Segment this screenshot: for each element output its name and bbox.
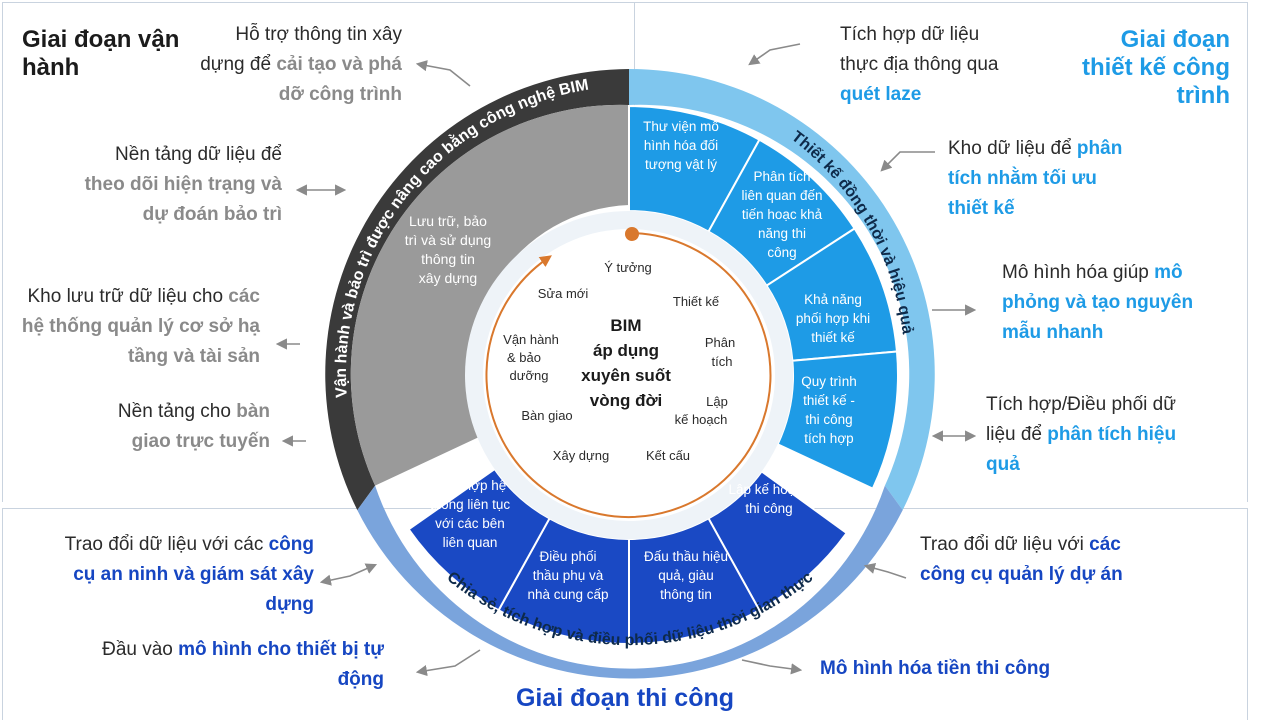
- cycle-analysis: Phân: [705, 335, 735, 350]
- note-handover: Nền tảng cho bàn giao trực tuyến: [117, 401, 270, 452]
- svg-text:kế hoạch: kế hoạch: [675, 412, 728, 427]
- ring-design: [629, 68, 935, 511]
- svg-text:nhà cung cấp: nhà cung cấp: [527, 587, 608, 602]
- svg-text:Tích hợp hệ: Tích hợp hệ: [434, 478, 507, 493]
- svg-text:thi công: thi công: [745, 501, 792, 516]
- svg-text:dưỡng: dưỡng: [510, 368, 549, 383]
- cycle-build: Xây dựng: [553, 448, 609, 463]
- svg-text:quả, giàu: quả, giàu: [658, 568, 714, 583]
- svg-text:liên quan: liên quan: [443, 535, 498, 550]
- phase-title-construction: Giai đoạn thi công: [515, 684, 735, 712]
- cycle-steps: Ý tưởng Thiết kế Phân tích Lập kế hoạch …: [503, 260, 735, 463]
- phase-title-design: Giai đoạn thiết kế công trình: [1081, 26, 1230, 109]
- cycle-structure: Kết cấu: [646, 448, 690, 463]
- cycle-dot: [625, 227, 639, 241]
- note-prototyping: Mô hình hóa giúp mô phỏng và tạo nguyên …: [1002, 262, 1194, 343]
- connector-arrows: [275, 43, 977, 677]
- cycle-handover: Bàn giao: [521, 408, 572, 423]
- cycle-planning: Lập: [706, 394, 728, 409]
- note-preconstruction: Mô hình hóa tiền thi công: [820, 658, 1051, 679]
- svg-text:xây dựng: xây dựng: [419, 270, 477, 286]
- svg-text:hình hóa đối: hình hóa đối: [644, 138, 718, 153]
- svg-text:công: công: [767, 245, 796, 260]
- phase-title-operation: Giai đoạn vận hành: [22, 26, 180, 81]
- svg-text:tích hợp: tích hợp: [804, 431, 853, 446]
- sector-text-construction: Lập kế hoạch thi công Đấu thầu hiệu quả,…: [430, 478, 810, 602]
- svg-text:tích: tích: [712, 354, 733, 369]
- svg-text:với các bên: với các bên: [435, 516, 505, 531]
- cycle-arrow: [485, 232, 772, 518]
- svg-text:Khả năng: Khả năng: [804, 292, 862, 307]
- operation-frame: [2, 2, 638, 502]
- ring-operation: [325, 69, 629, 511]
- svg-text:thi công: thi công: [805, 412, 852, 427]
- svg-text:Quy trình: Quy trình: [801, 374, 857, 389]
- svg-text:thống liên tục: thống liên tục: [430, 497, 511, 512]
- svg-text:Lưu trữ, bảo: Lưu trữ, bảo: [409, 213, 487, 229]
- center-title: BIM áp dụng xuyên suốt vòng đời: [581, 316, 671, 410]
- note-coordination: Tích hợp/Điều phối dữ liệu để phân tích …: [986, 394, 1177, 475]
- sector-text-operation: Lưu trữ, bảo trì và sử dụng thông tin xâ…: [405, 213, 491, 286]
- svg-text:BIM: BIM: [610, 316, 641, 335]
- cycle-renovate: Sửa mới: [538, 286, 589, 301]
- svg-text:thiết kế -: thiết kế -: [803, 393, 855, 408]
- svg-text:phối hợp khi: phối hợp khi: [796, 311, 870, 326]
- sector-operation: [350, 104, 629, 486]
- svg-text:thông tin: thông tin: [421, 251, 475, 267]
- svg-text:& bảo: & bảo: [507, 350, 541, 365]
- svg-text:thầu phụ và: thầu phụ và: [533, 568, 604, 583]
- note-design-analysis: Kho dữ liệu để phân tích nhằm tối ưu thi…: [948, 138, 1123, 219]
- svg-text:Thư viện mô: Thư viện mô: [643, 119, 719, 134]
- svg-text:tượng vật lý: tượng vật lý: [645, 157, 717, 172]
- svg-text:Phân tích: Phân tích: [753, 169, 810, 184]
- note-laser-scan: Tích hợp dữ liệu thực địa thông qua quét…: [840, 24, 999, 105]
- cycle-operate: Vận hành: [503, 332, 559, 347]
- inner-core: [483, 229, 775, 521]
- sector-text-design: Thư viện mô hình hóa đối tượng vật lý Ph…: [643, 119, 870, 446]
- note-security-tools: Trao đổi dữ liệu với các công cụ an ninh…: [64, 534, 314, 615]
- svg-text:vòng đời: vòng đời: [590, 391, 663, 410]
- note-automation: Đầu vào mô hình cho thiết bị tự động: [102, 639, 384, 690]
- design-sectors: [628, 104, 899, 491]
- svg-text:trì và sử dụng: trì và sử dụng: [405, 232, 491, 248]
- construction-sectors: [407, 467, 849, 646]
- cycle-design: Thiết kế: [673, 294, 720, 309]
- svg-text:thiết kế: thiết kế: [811, 330, 855, 345]
- svg-text:năng thi: năng thi: [758, 226, 806, 241]
- svg-text:áp dụng: áp dụng: [593, 341, 659, 360]
- note-asset-management: Kho lưu trữ dữ liệu cho các hệ thống quả…: [21, 286, 260, 367]
- svg-text:tiến hoạc khả: tiến hoạc khả: [742, 207, 823, 222]
- note-monitoring: Nền tảng dữ liệu để theo dõi hiện trạng …: [84, 144, 282, 225]
- svg-text:Điều phối: Điều phối: [539, 549, 596, 564]
- cycle-idea: Ý tưởng: [604, 260, 652, 275]
- svg-text:Đấu thầu hiệu: Đấu thầu hiệu: [644, 549, 728, 564]
- svg-text:thông tin: thông tin: [660, 587, 712, 602]
- note-project-tools: Trao đổi dữ liệu với các công cụ quản lý…: [920, 534, 1123, 585]
- svg-text:xuyên suốt: xuyên suốt: [581, 366, 671, 385]
- svg-text:Lập kế hoạch: Lập kế hoạch: [728, 482, 809, 497]
- note-renovation: Hỗ trợ thông tin xây dựng để cải tạo và …: [200, 24, 402, 105]
- svg-text:liên quan đến: liên quan đến: [741, 188, 822, 203]
